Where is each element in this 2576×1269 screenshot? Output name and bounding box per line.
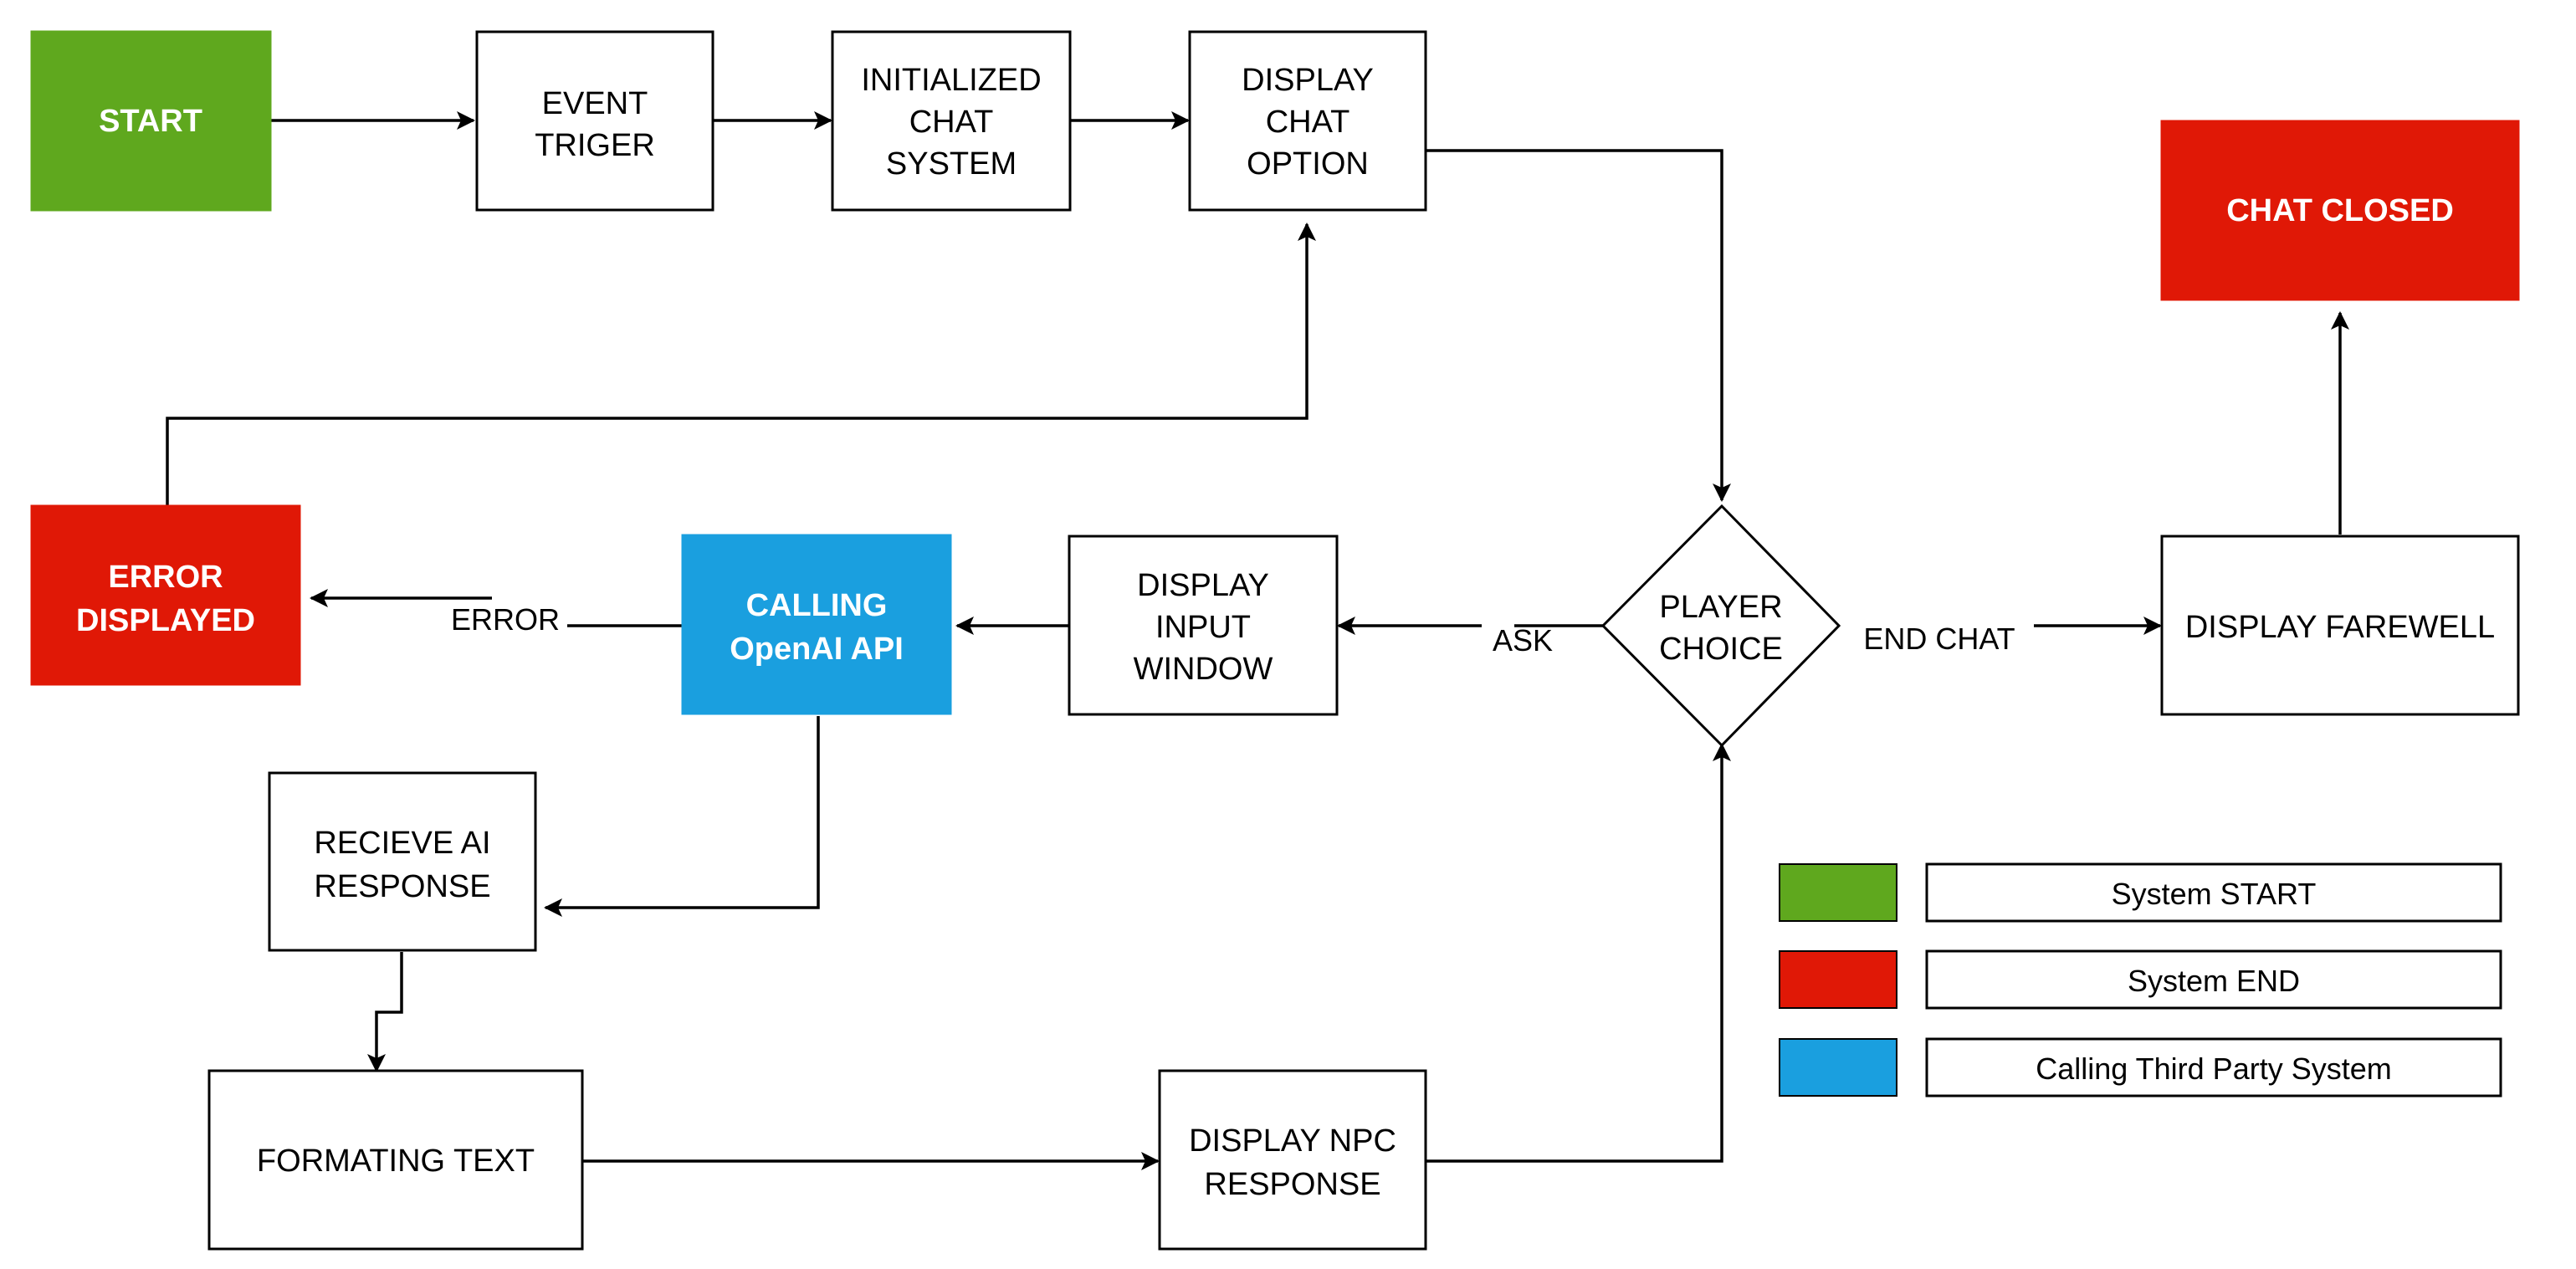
- node-player-choice: PLAYER CHOICE: [1600, 504, 1841, 748]
- node-display-chat-option-shape: [1188, 30, 1427, 212]
- node-display-input-line3: WINDOW: [1134, 652, 1273, 687]
- node-recieve-line1: RECIEVE AI: [314, 826, 490, 861]
- node-error-displayed-shape: [30, 504, 301, 686]
- node-chat-closed-label: CHAT CLOSED: [2226, 193, 2454, 228]
- node-player-choice-line1: PLAYER: [1659, 590, 1782, 625]
- node-display-npc-response: DISPLAY NPC RESPONSE: [1158, 1069, 1427, 1251]
- legend-label-end: System END: [2128, 964, 2300, 998]
- node-start: START: [30, 30, 272, 212]
- edge-error-to-option: [166, 223, 1316, 506]
- node-chat-closed-shape: [2160, 120, 2520, 301]
- edge-option-to-choice: [1426, 149, 1731, 502]
- node-error-displayed-line1: ERROR: [108, 560, 223, 595]
- edge-label-error: ERROR: [451, 602, 560, 637]
- edge-npc-to-choice: [1426, 743, 1731, 1163]
- node-display-farewell-label: DISPLAY FAREWELL: [2185, 610, 2495, 645]
- node-error-displayed-line2: DISPLAYED: [76, 603, 255, 638]
- edge-label-ask: ASK: [1493, 623, 1553, 658]
- legend: System START System END Calling Third Pa…: [1779, 862, 2502, 1098]
- node-display-input-window: DISPLAY INPUT WINDOW: [1068, 535, 1339, 716]
- node-formating-text-label: FORMATING TEXT: [257, 1144, 535, 1179]
- edge-label-end-chat: END CHAT: [1863, 622, 2015, 656]
- node-display-input-line1: DISPLAY: [1137, 568, 1269, 603]
- node-formating-text-shape: [207, 1069, 584, 1251]
- node-display-chat-option-line3: OPTION: [1247, 146, 1369, 182]
- edge-openai-to-recieve: [544, 716, 820, 917]
- node-calling-openai-line1: CALLING: [746, 588, 888, 623]
- node-start-label: START: [99, 104, 202, 139]
- node-event-trigger-line2: TRIGER: [535, 128, 655, 163]
- node-display-chat-option-line1: DISPLAY: [1242, 63, 1374, 98]
- node-error-displayed: ERROR DISPLAYED: [30, 504, 301, 686]
- node-initialized-chat-system-shape: [831, 30, 1072, 212]
- legend-swatch-end: [1779, 950, 1897, 1009]
- node-start-shape: [30, 30, 272, 212]
- node-initialized-line3: SYSTEM: [886, 146, 1017, 182]
- legend-item-start: System START: [1779, 862, 2502, 923]
- legend-label-box-start: [1925, 862, 2502, 923]
- node-recieve-line2: RESPONSE: [314, 869, 490, 904]
- legend-label-start: System START: [2112, 877, 2317, 911]
- node-event-trigger-line1: EVENT: [542, 86, 648, 121]
- node-initialized-line1: INITIALIZED: [861, 63, 1041, 98]
- legend-item-third-party: Calling Third Party System: [1779, 1037, 2502, 1098]
- node-display-chat-option-line2: CHAT: [1266, 105, 1350, 140]
- legend-label-third-party: Calling Third Party System: [2036, 1052, 2391, 1086]
- node-recieve-ai-response-shape: [268, 771, 537, 952]
- node-calling-openai-line2: OpenAI API: [730, 632, 904, 667]
- edge-recieve-to-format: [367, 952, 403, 1072]
- node-initialized-chat-system: INITIALIZED CHAT SYSTEM: [831, 30, 1072, 212]
- node-calling-openai-api: CALLING OpenAI API: [681, 534, 952, 715]
- node-event-trigger: EVENT TRIGER: [475, 30, 714, 212]
- legend-label-box-end: [1925, 949, 2502, 1010]
- node-display-farewell-shape: [2160, 535, 2520, 716]
- node-display-input-line2: INPUT: [1155, 610, 1251, 645]
- node-display-npc-line2: RESPONSE: [1204, 1167, 1380, 1202]
- node-player-choice-line2: CHOICE: [1659, 632, 1783, 667]
- legend-label-box-third-party: [1925, 1037, 2502, 1098]
- node-formating-text: FORMATING TEXT: [207, 1069, 584, 1251]
- node-display-npc-response-shape: [1158, 1069, 1427, 1251]
- node-display-input-window-shape: [1068, 535, 1339, 716]
- node-display-chat-option: DISPLAY CHAT OPTION: [1188, 30, 1427, 212]
- node-event-trigger-shape: [475, 30, 714, 212]
- node-chat-closed: CHAT CLOSED: [2160, 120, 2520, 301]
- node-calling-openai-api-shape: [681, 534, 952, 715]
- legend-swatch-third-party: [1779, 1038, 1897, 1097]
- legend-item-end: System END: [1779, 949, 2502, 1010]
- node-display-farewell: DISPLAY FAREWELL: [2160, 535, 2520, 716]
- node-display-npc-line1: DISPLAY NPC: [1189, 1123, 1396, 1159]
- node-player-choice-shape: [1600, 504, 1841, 748]
- node-initialized-line2: CHAT: [909, 105, 994, 140]
- node-recieve-ai-response: RECIEVE AI RESPONSE: [268, 771, 537, 952]
- legend-swatch-start: [1779, 863, 1897, 922]
